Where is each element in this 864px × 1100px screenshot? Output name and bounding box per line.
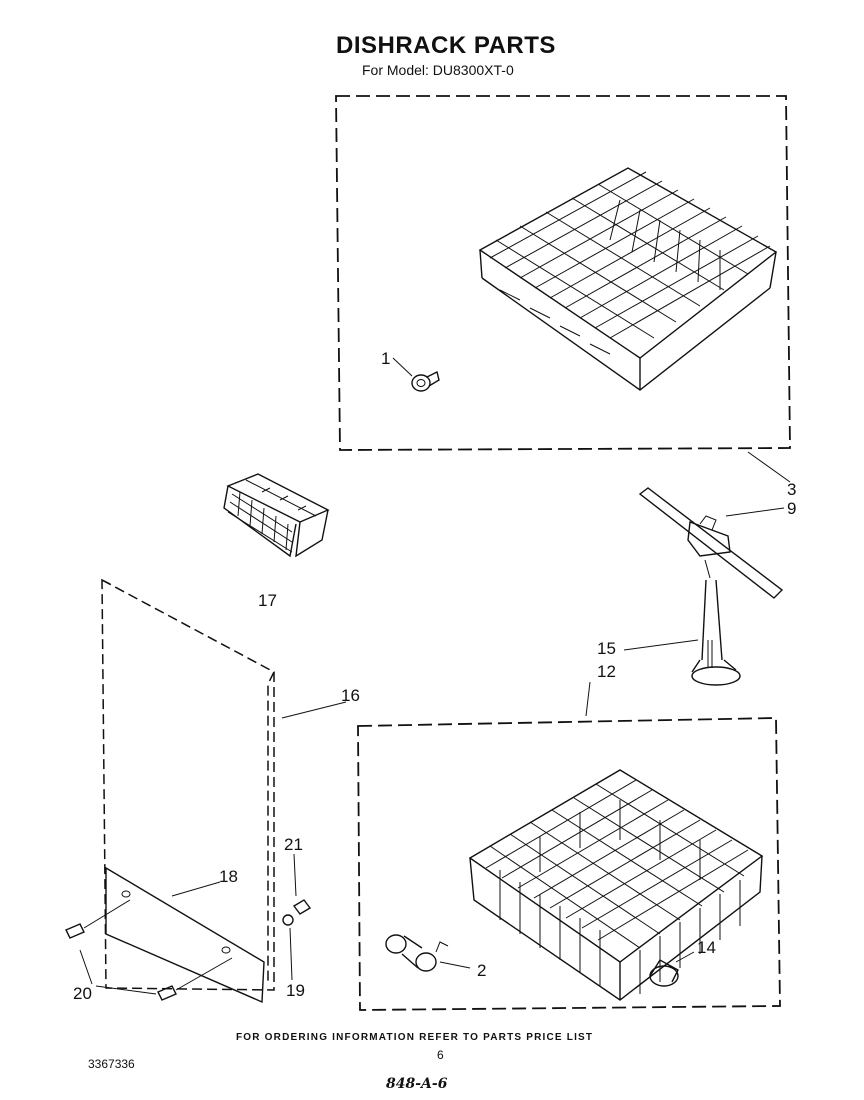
part-17-silverware-basket — [223, 473, 330, 558]
callout-18: 18 — [219, 867, 238, 886]
part-18-access-panel — [105, 866, 265, 1004]
ordering-note: FOR ORDERING INFORMATION REFER TO PARTS … — [236, 1032, 594, 1043]
upper-dishrack — [478, 167, 778, 391]
callout-1: 1 — [381, 349, 390, 368]
leader-12 — [585, 681, 591, 717]
callout-9: 9 — [787, 499, 796, 518]
callout-21: 21 — [284, 835, 303, 854]
callout-16: 16 — [341, 686, 360, 705]
handwritten-code: 848-A-6 — [386, 1076, 448, 1092]
leader-3 — [747, 451, 791, 483]
part-19-washer — [282, 914, 294, 981]
lower-rack-assembly-box — [357, 717, 781, 1011]
upper-rack-assembly-box — [335, 95, 791, 451]
callout-17: 17 — [258, 591, 277, 610]
callout-20: 20 — [73, 984, 92, 1003]
lower-dishrack — [468, 769, 764, 1001]
callout-19: 19 — [286, 981, 305, 1000]
page-number: 6 — [437, 1048, 444, 1062]
part-9-upper-spray-arm — [638, 487, 785, 599]
part-14-cap — [649, 951, 695, 987]
part-16-door-panel — [101, 578, 347, 991]
part-20-screws — [65, 899, 233, 1001]
page-title: DISHRACK PARTS — [336, 32, 556, 59]
callout-2: 2 — [477, 961, 486, 980]
document-number: 3367336 — [88, 1057, 135, 1071]
callout-15: 15 — [597, 639, 616, 658]
model-subtitle: For Model: DU8300XT-0 — [362, 62, 514, 78]
callout-3: 3 — [787, 480, 796, 499]
part-2-rack-roller — [385, 934, 471, 972]
part-1-rack-stop — [392, 357, 440, 392]
part-21-nut — [292, 853, 312, 915]
callout-14: 14 — [697, 938, 716, 957]
callout-12: 12 — [597, 662, 616, 681]
part-15-spray-tower — [623, 579, 741, 686]
